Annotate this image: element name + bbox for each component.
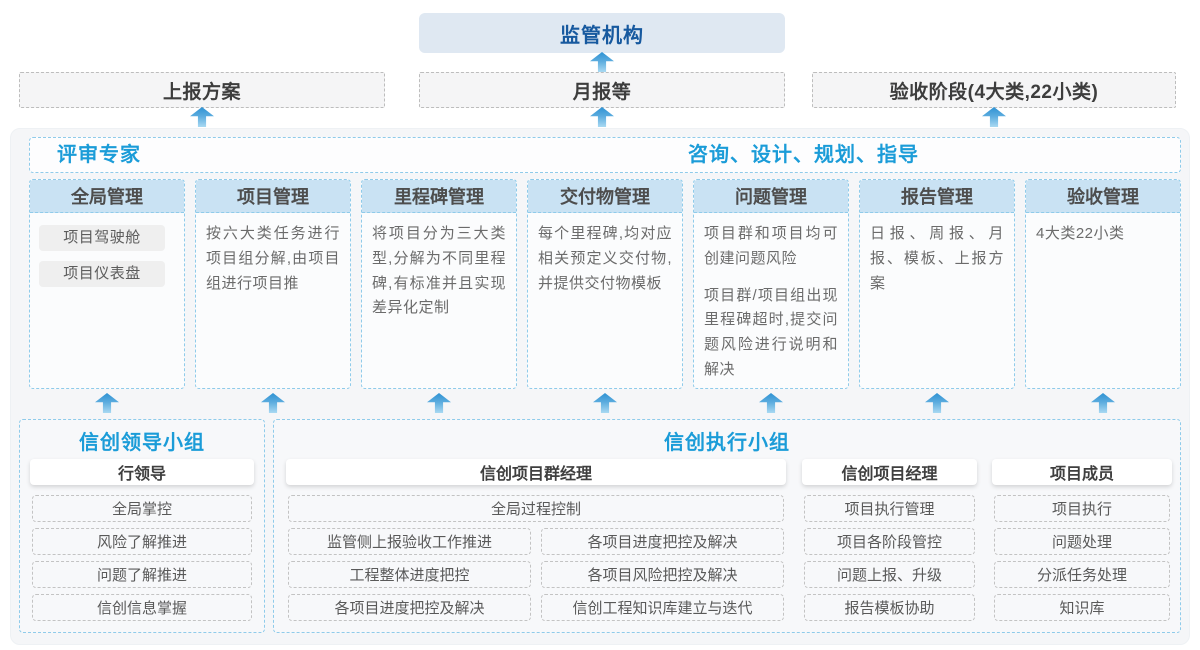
output-box-report-plan: 上报方案	[19, 72, 385, 108]
role-project-manager: 信创项目经理	[802, 459, 977, 485]
list-item: 全局过程控制	[288, 495, 784, 522]
column-global-management: 全局管理 项目驾驶舱 项目仪表盘	[29, 179, 185, 389]
regulator-box: 监管机构	[419, 13, 785, 53]
up-arrow-icon	[982, 107, 1006, 127]
list-item: 信创工程知识库建立与迭代	[541, 594, 784, 621]
list-item: 问题处理	[994, 528, 1170, 555]
list-item: 监管侧上报验收工作推进	[288, 528, 531, 555]
leadership-group: 信创领导小组 行领导 全局掌控 风险了解推进 问题了解推进 信创信息掌握	[19, 419, 265, 633]
up-arrow-icon	[590, 107, 614, 127]
list-item: 知识库	[994, 594, 1170, 621]
column-title: 交付物管理	[528, 180, 682, 213]
management-panel: 评审专家 咨询、设计、规划、指导 全局管理 项目驾驶舱 项目仪表盘 项目管理 按…	[10, 128, 1190, 645]
role-program-manager: 信创项目群经理	[286, 459, 786, 485]
group-title: 信创执行小组	[664, 432, 790, 454]
column-text: 每个里程碑,均对应相关预定义交付物,并提供交付物模板	[538, 225, 672, 292]
up-arrow-icon	[1091, 393, 1115, 413]
role-bank-leader: 行领导	[30, 459, 254, 485]
up-arrow-icon	[759, 393, 783, 413]
expert-advisory-strip: 评审专家 咨询、设计、规划、指导	[29, 137, 1181, 173]
column-text: 项目群/项目组出现里程碑超时,提交问题风险进行说明和解决	[704, 286, 838, 378]
column-text: 项目群和项目均可创建问题风险	[704, 225, 838, 267]
role-project-member: 项目成员	[992, 459, 1172, 485]
column-title: 全局管理	[30, 180, 184, 213]
output-box-acceptance-stage: 验收阶段(4大类,22小类)	[812, 72, 1176, 108]
list-item: 问题上报、升级	[804, 561, 975, 588]
up-arrow-icon	[427, 393, 451, 413]
list-item: 项目各阶段管控	[804, 528, 975, 555]
advisory-label: 咨询、设计、规划、指导	[688, 144, 919, 166]
list-item: 项目执行	[994, 495, 1170, 522]
list-item: 问题了解推进	[32, 561, 252, 588]
up-arrow-icon	[590, 52, 614, 72]
column-deliverable-management: 交付物管理 每个里程碑,均对应相关预定义交付物,并提供交付物模板	[527, 179, 683, 389]
column-report-management: 报告管理 日报、周报、月报、模板、上报方案	[859, 179, 1015, 389]
column-title: 项目管理	[196, 180, 350, 213]
column-milestone-management: 里程碑管理 将项目分为三大类型,分解为不同里程碑,有标准并且实现差异化定制	[361, 179, 517, 389]
list-item: 全局掌控	[32, 495, 252, 522]
mini-box-project-cockpit: 项目驾驶舱	[39, 225, 165, 251]
list-item: 风险了解推进	[32, 528, 252, 555]
column-title: 里程碑管理	[362, 180, 516, 213]
list-item: 各项目进度把控及解决	[288, 594, 531, 621]
list-item: 报告模板协助	[804, 594, 975, 621]
column-text: 将项目分为三大类型,分解为不同里程碑,有标准并且实现差异化定制	[372, 225, 506, 317]
list-item: 分派任务处理	[994, 561, 1170, 588]
list-item: 各项目风险把控及解决	[541, 561, 784, 588]
column-acceptance-management: 验收管理 4大类22小类	[1025, 179, 1181, 389]
column-text: 4大类22小类	[1036, 225, 1125, 242]
column-project-management: 项目管理 按六大类任务进行项目组分解,由项目组进行项目推	[195, 179, 351, 389]
column-text: 按六大类任务进行项目组分解,由项目组进行项目推	[206, 225, 340, 292]
output-box-monthly-report: 月报等	[419, 72, 785, 108]
execution-group: 信创执行小组 信创项目群经理 全局过程控制 监管侧上报验收工作推进 工程整体进度…	[273, 419, 1181, 633]
list-item: 各项目进度把控及解决	[541, 528, 784, 555]
list-item: 工程整体进度把控	[288, 561, 531, 588]
up-arrow-icon	[95, 393, 119, 413]
column-title: 验收管理	[1026, 180, 1180, 213]
up-arrow-icon	[261, 393, 285, 413]
up-arrow-icon	[593, 393, 617, 413]
expert-label: 评审专家	[57, 144, 141, 166]
list-item: 信创信息掌握	[32, 594, 252, 621]
column-title: 问题管理	[694, 180, 848, 213]
up-arrow-icon	[190, 107, 214, 127]
up-arrow-icon	[925, 393, 949, 413]
group-title: 信创领导小组	[79, 432, 205, 454]
column-text: 日报、周报、月报、模板、上报方案	[870, 225, 1004, 292]
column-title: 报告管理	[860, 180, 1014, 213]
mini-box-project-dashboard: 项目仪表盘	[39, 261, 165, 287]
column-issue-management: 问题管理 项目群和项目均可创建问题风险 项目群/项目组出现里程碑超时,提交问题风…	[693, 179, 849, 389]
list-item: 项目执行管理	[804, 495, 975, 522]
